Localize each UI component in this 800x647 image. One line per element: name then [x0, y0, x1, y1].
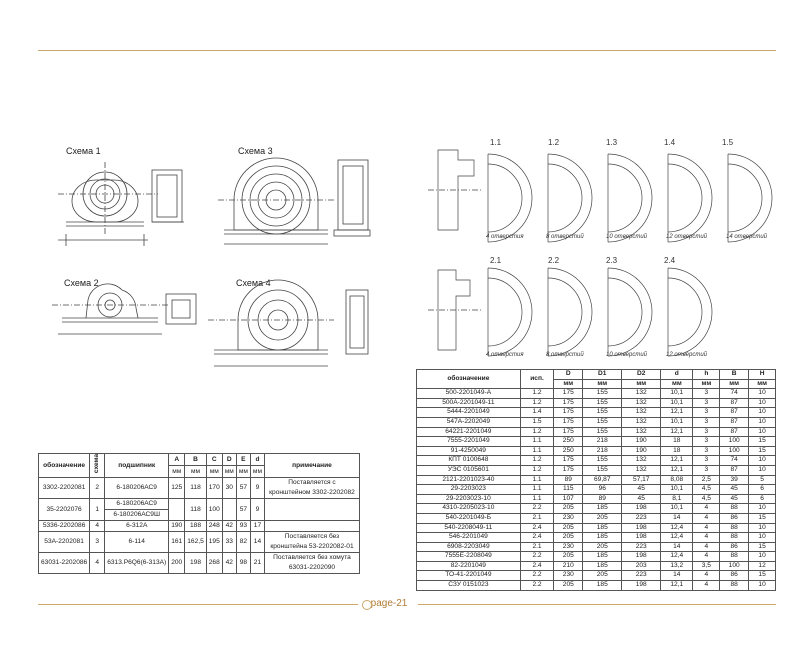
table-header-row: обозначение схема подшипник A B C D E d … — [37, 452, 360, 479]
holes-1-1: 4 отверстия — [486, 234, 524, 240]
bottom-rule-right — [418, 604, 776, 605]
variant-drawings — [428, 149, 773, 357]
table-header-row: обозначение исп. D D1 D2 d h B H — [416, 368, 776, 390]
variant-1-1-label: 1.1 — [490, 138, 502, 147]
schema-3-label: Схема 3 — [238, 146, 273, 156]
bottom-rule-left — [38, 604, 358, 605]
holes-1-3: 10 отверстий — [606, 234, 648, 240]
schema-3-front-drawing — [218, 157, 334, 245]
section-profile-row-2 — [428, 269, 482, 351]
flange-1-1 — [487, 153, 533, 243]
variant-2-2-label: 2.2 — [548, 256, 560, 265]
holes-2-3: 10 отверстий — [606, 352, 648, 358]
bearing-support-table: обозначение схема подшипник A B C D E d … — [37, 452, 360, 575]
flange-2-3 — [607, 267, 653, 357]
flange-1-2 — [547, 153, 593, 243]
holes-2-4: 12 отверстий — [666, 352, 708, 358]
variant-1-3-label: 1.3 — [606, 138, 618, 147]
flange-2-1 — [487, 267, 533, 357]
table-units-row: мм мм мм мм мм мм — [39, 465, 360, 479]
col-d: d — [249, 452, 266, 467]
holes-2-2: 8 отверстий — [546, 352, 584, 358]
flange-1-4 — [667, 153, 713, 243]
col-C: C — [205, 452, 223, 467]
col-note: примечание — [264, 452, 360, 479]
schema-1-front-drawing — [58, 162, 158, 246]
flange-1-5 — [727, 153, 773, 243]
holes-1-4: 12 отверстий — [666, 234, 708, 240]
col-E: E — [235, 452, 251, 467]
schema-1-label: Схема 1 — [66, 146, 101, 156]
variant-2-1-label: 2.1 — [490, 256, 502, 265]
schema-4-front-drawing — [208, 279, 334, 367]
variant-2-3-label: 2.3 — [606, 256, 618, 265]
col-B: B — [184, 452, 207, 467]
flange-2-4 — [667, 267, 713, 357]
flange-1-3 — [607, 153, 653, 243]
col-name: обозначение — [37, 452, 91, 479]
page-number: page-21 — [362, 595, 416, 613]
holes-1-5: 14 отверстий — [726, 234, 768, 240]
flange-2-2 — [547, 267, 593, 357]
schema-2-side-drawing — [165, 293, 197, 325]
schema-4-side-drawing — [345, 289, 369, 355]
schema-1-side-drawing — [151, 169, 184, 223]
schema-3-side-drawing — [333, 159, 371, 237]
holes-1-2: 8 отверстий — [546, 234, 584, 240]
schema-2-front-drawing — [52, 283, 168, 335]
holes-2-1: 4 отверстия — [486, 352, 524, 358]
col-D: D — [221, 452, 237, 467]
top-rule — [38, 50, 776, 51]
col-bearing: подшипник — [104, 452, 170, 479]
variant-1-2-label: 1.2 — [548, 138, 560, 147]
variant-1-4-label: 1.4 — [664, 138, 676, 147]
col-schema: схема — [89, 452, 106, 479]
section-profile-row-1 — [428, 149, 482, 231]
schema-drawings — [52, 157, 371, 367]
variant-1-5-label: 1.5 — [722, 138, 734, 147]
col-A: A — [168, 452, 186, 467]
schema-4-label: Схема 4 — [236, 278, 271, 288]
variant-2-4-label: 2.4 — [664, 256, 676, 265]
schema-2-label: Схема 2 — [64, 278, 99, 288]
